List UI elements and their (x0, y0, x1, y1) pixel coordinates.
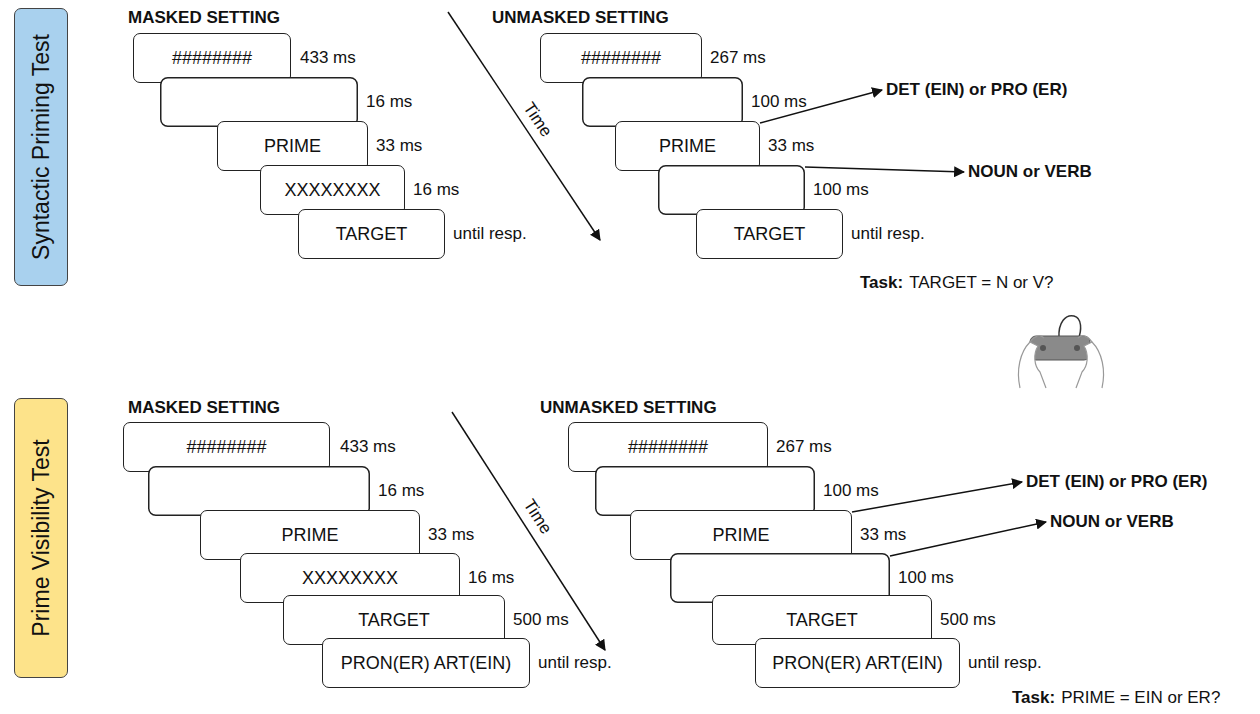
bold-label: MASKED SETTING (128, 399, 280, 418)
duration-label: until resp. (851, 225, 925, 244)
bold-label: DET (EIN) or PRO (ER) (886, 81, 1067, 100)
frame-text: PRON(ER) ART(EIN) (772, 653, 943, 674)
display-frame: ######## (540, 33, 702, 83)
time-label: Time (519, 99, 555, 140)
frame-text: PRIME (281, 525, 338, 546)
duration-label: TARGET = N or V? (909, 274, 1053, 293)
test-name: Prime Visibility Test (28, 439, 55, 636)
duration-label: until resp. (538, 654, 612, 673)
duration-label: 16 ms (366, 93, 412, 112)
display-frame: PRIME (217, 121, 368, 171)
bold-label: NOUN or VERB (968, 163, 1092, 182)
duration-label: 16 ms (413, 181, 459, 200)
duration-label: 33 ms (428, 526, 474, 545)
duration-label: 16 ms (378, 482, 424, 501)
duration-label: 33 ms (768, 137, 814, 156)
duration-label: 33 ms (860, 526, 906, 545)
empty-frame (160, 77, 358, 127)
duration-label: PRIME = EIN or ER? (1061, 689, 1220, 708)
display-frame: ######## (568, 422, 768, 472)
frame-text: PRIME (659, 136, 716, 157)
test-label-box: Syntactic Priming Test (14, 8, 68, 286)
display-frame: PRIME (615, 121, 760, 171)
bold-label: MASKED SETTING (128, 9, 280, 28)
display-frame: TARGET (298, 209, 445, 259)
frame-text: ######## (628, 437, 708, 458)
frame-text: PRON(ER) ART(EIN) (341, 653, 512, 674)
bold-label: UNMASKED SETTING (540, 399, 717, 418)
duration-label: 500 ms (940, 611, 996, 630)
bold-label: DET (EIN) or PRO (ER) (1026, 473, 1207, 492)
duration-label: 500 ms (513, 611, 569, 630)
pointer-arrow (890, 522, 1046, 556)
display-frame: PRON(ER) ART(EIN) (755, 638, 960, 688)
test-name: Syntactic Priming Test (28, 34, 55, 260)
time-label: Time (519, 496, 555, 537)
display-frame: ######## (133, 33, 291, 83)
frame-text: PRIME (264, 136, 321, 157)
frame-text: TARGET (358, 610, 430, 631)
display-frame: XXXXXXXX (260, 165, 405, 215)
duration-label: 100 ms (823, 482, 879, 501)
empty-frame (582, 77, 743, 127)
frame-text: TARGET (734, 224, 806, 245)
duration-label: until resp. (453, 225, 527, 244)
duration-label: 16 ms (468, 569, 514, 588)
display-frame: ######## (123, 422, 330, 472)
frame-text: ######## (186, 437, 266, 458)
duration-label: until resp. (968, 654, 1042, 673)
frame-text: XXXXXXXX (302, 568, 398, 589)
empty-frame (658, 165, 805, 215)
display-frame: TARGET (696, 209, 843, 259)
frame-text: ######## (172, 48, 252, 69)
pointer-arrow (805, 167, 964, 172)
empty-frame (595, 466, 815, 516)
frame-text: XXXXXXXX (284, 180, 380, 201)
bold-label: NOUN or VERB (1050, 513, 1174, 532)
frame-text: TARGET (786, 610, 858, 631)
duration-label: 267 ms (710, 49, 766, 68)
frame-text: TARGET (336, 224, 408, 245)
bold-label: UNMASKED SETTING (492, 9, 669, 28)
frame-text: ######## (581, 48, 661, 69)
display-frame: PRIME (630, 510, 852, 560)
duration-label: 33 ms (376, 137, 422, 156)
bold-label: Task: (1012, 689, 1055, 708)
duration-label: 100 ms (898, 569, 954, 588)
duration-label: 433 ms (340, 438, 396, 457)
duration-label: 433 ms (300, 49, 356, 68)
duration-label: 100 ms (751, 93, 807, 112)
test-label-box: Prime Visibility Test (14, 398, 68, 678)
duration-label: 100 ms (813, 181, 869, 200)
display-frame: PRON(ER) ART(EIN) (322, 638, 530, 688)
gamepad-icon (1018, 316, 1103, 388)
frame-text: PRIME (712, 525, 769, 546)
duration-label: 267 ms (776, 438, 832, 457)
bold-label: Task: (860, 274, 903, 293)
empty-frame (148, 466, 370, 516)
